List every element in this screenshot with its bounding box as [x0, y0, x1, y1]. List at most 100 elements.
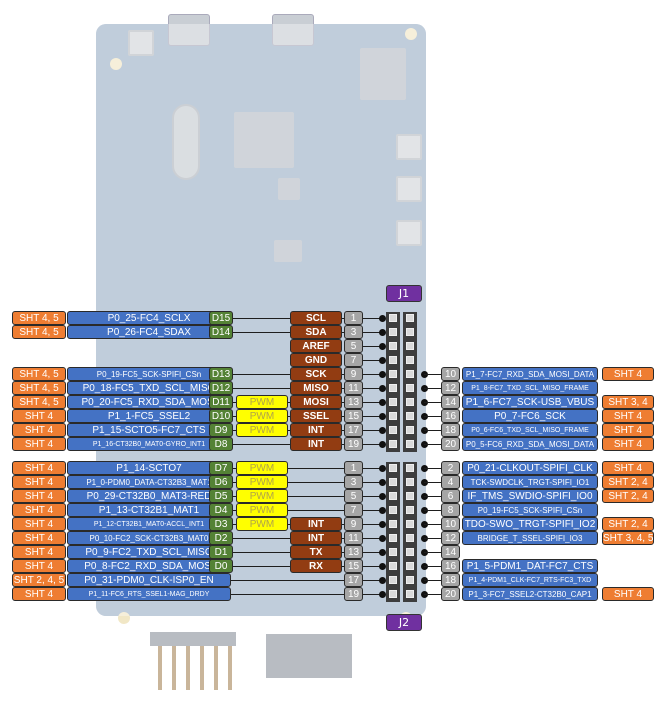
uart-header [150, 632, 236, 646]
header-pad [406, 492, 414, 500]
pin-dot [379, 357, 386, 364]
header-pad [389, 520, 397, 528]
header-pad [406, 398, 414, 406]
header-pad [389, 426, 397, 434]
sht-label: SHT 4 [12, 423, 66, 437]
swd-header [360, 48, 406, 100]
wire [424, 594, 441, 595]
pwm-label: PWM [236, 409, 288, 423]
pwm-label: PWM [236, 461, 288, 475]
sht-label: SHT 4 [602, 461, 654, 475]
pin-number: 5 [344, 339, 363, 353]
header-pin [214, 646, 218, 690]
pin-dot [379, 535, 386, 542]
header-pad [406, 548, 414, 556]
pin-dot [379, 413, 386, 420]
pin-number: 7 [344, 353, 363, 367]
pin-number: 10 [441, 367, 460, 381]
function-label: SCK [290, 367, 342, 381]
pin-dot [379, 427, 386, 434]
header-pad [406, 328, 414, 336]
ic-u9 [274, 240, 302, 262]
wire [232, 482, 382, 483]
sht-label: SHT 4 [12, 489, 66, 503]
header-pad [406, 370, 414, 378]
signal-label: P0_19-FC5_SCK-SPIFI_CSn [462, 503, 598, 517]
pin-number: 11 [344, 381, 363, 395]
function-label: SCL [290, 311, 342, 325]
sht-label: SHT 4, 5 [12, 367, 66, 381]
header-pad [406, 478, 414, 486]
signal-label: P1_1-FC5_SSEL2 [67, 409, 231, 423]
header-pad [406, 412, 414, 420]
sht-label: SHT 4, 5 [12, 381, 66, 395]
digital-pin-label: D9 [209, 423, 233, 437]
digital-pin-label: D6 [209, 475, 233, 489]
header-pad [389, 440, 397, 448]
header-pad [406, 520, 414, 528]
digital-pin-label: D10 [209, 409, 233, 423]
header-pad [389, 412, 397, 420]
header-pin [186, 646, 190, 690]
signal-label: P1_8-FC7_TXD_SCL_MISO_FRAME [462, 381, 598, 395]
pwm-label: PWM [236, 475, 288, 489]
signal-label: P1_15-SCTO5-FC7_CTS [67, 423, 231, 437]
header-pad [389, 464, 397, 472]
sht-label: SHT 4 [12, 559, 66, 573]
connector-label-j1: J1 [386, 285, 422, 302]
ic-u6 [278, 178, 300, 200]
pin-dot [379, 385, 386, 392]
signal-label: P0_31-PDM0_CLK-ISP0_EN [67, 573, 231, 587]
signal-label: P0_9-FC2_TXD_SCL_MISO [67, 545, 231, 559]
wire [345, 360, 382, 361]
header-pad [406, 356, 414, 364]
pin-number: 15 [344, 409, 363, 423]
wire [424, 444, 441, 445]
mounting-hole [405, 28, 417, 40]
signal-label: IF_TMS_SWDIO-SPIFI_IO0 [462, 489, 598, 503]
pin-number: 14 [441, 395, 460, 409]
sht-label: SHT 4 [602, 587, 654, 601]
digital-pin-label: D8 [209, 437, 233, 451]
pwm-label: PWM [236, 517, 288, 531]
pin-number: 6 [441, 489, 460, 503]
pin-number: 13 [344, 395, 363, 409]
digital-pin-label: D1 [209, 545, 233, 559]
pin-number: 18 [441, 573, 460, 587]
pin-number: 18 [441, 423, 460, 437]
wire [424, 538, 441, 539]
function-label: MISO [290, 381, 342, 395]
signal-label: P1_12-CT32B1_MAT0-ACCL_INT1 [67, 517, 231, 531]
digital-pin-label: D3 [209, 517, 233, 531]
wire [424, 402, 441, 403]
wire [424, 552, 441, 553]
signal-label: P0_5-FC6_RXD_SDA_MOSI_DATA [462, 437, 598, 451]
pin-number: 2 [441, 461, 460, 475]
wire [424, 374, 441, 375]
function-label: MOSI [290, 395, 342, 409]
header-pad [389, 356, 397, 364]
signal-label: P0_29-CT32B0_MAT3-RED [67, 489, 231, 503]
signal-label: P0_21-CLKOUT-SPIFI_CLK [462, 461, 598, 475]
digital-pin-label: D12 [209, 381, 233, 395]
sht-label: SHT 4 [12, 545, 66, 559]
header-pad [406, 562, 414, 570]
header-pad [389, 492, 397, 500]
pin-number: 19 [344, 587, 363, 601]
wire [230, 580, 382, 581]
pin-number: 15 [344, 559, 363, 573]
signal-label: P1_14-SCTO7 [67, 461, 231, 475]
pin-number: 9 [344, 517, 363, 531]
pwm-label: PWM [236, 395, 288, 409]
header-pad [389, 534, 397, 542]
function-label: GND [290, 353, 342, 367]
pin-number: 14 [441, 545, 460, 559]
mcu-chip [234, 112, 294, 168]
wire [424, 496, 441, 497]
signal-label: P1_7-FC7_RXD_SDA_MOSI_DATA [462, 367, 598, 381]
header-pad [389, 314, 397, 322]
header-pad [406, 534, 414, 542]
crystal-y2 [172, 104, 200, 180]
sht-label: SHT 4, 5 [12, 325, 66, 339]
sht-label: SHT 4 [12, 475, 66, 489]
